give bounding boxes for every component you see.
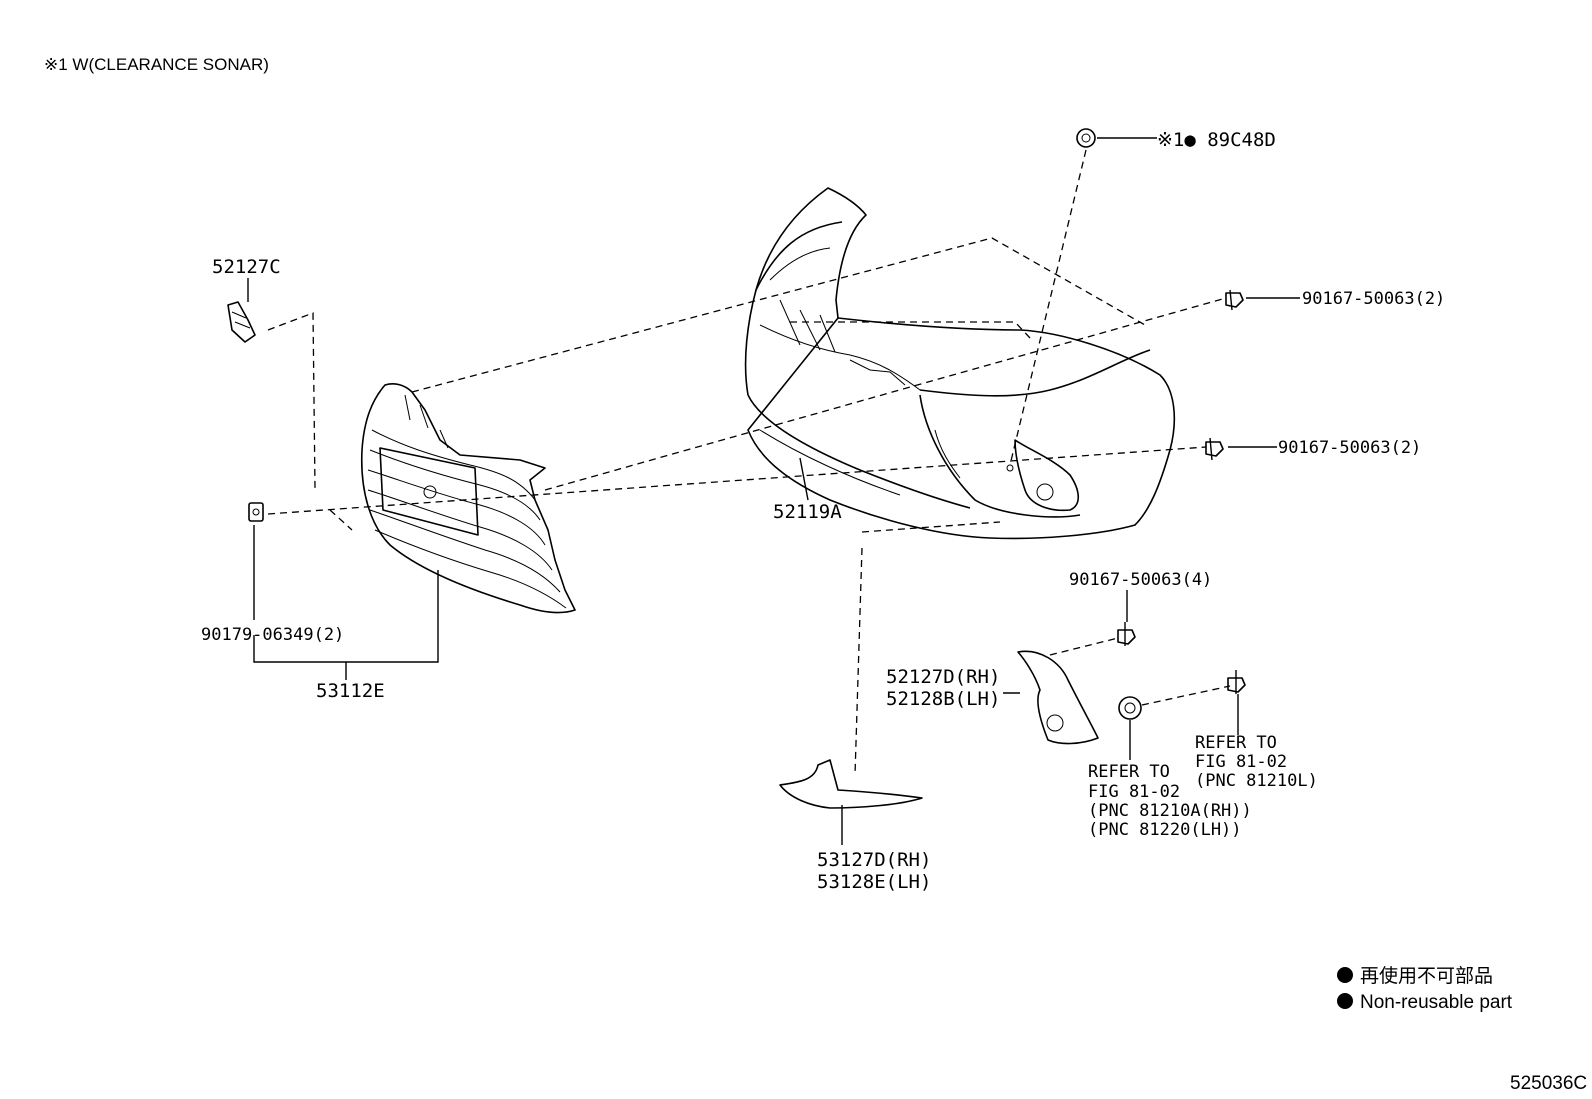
- refer-a-line-4: (PNC 81220(LH)): [1088, 820, 1242, 840]
- clearance-sensor-drawing: [1076, 128, 1096, 148]
- fog-bezel-drawing: [1017, 650, 1099, 745]
- screw-fog-drawing: [1227, 670, 1246, 694]
- figure-id: 525036C: [1510, 1073, 1587, 1094]
- grille-label: 53112E: [316, 680, 385, 702]
- refer-a-line-1: REFER TO: [1088, 762, 1170, 782]
- screw-top-drawing: [1225, 289, 1244, 311]
- sensor-label: ※1● 89C48D: [1157, 129, 1276, 151]
- refer-a-line-2: FIG 81-02: [1088, 782, 1180, 802]
- refer-a-line-3: (PNC 81210A(RH)): [1088, 801, 1252, 821]
- molding-rh-label: 53127D(RH): [817, 849, 931, 871]
- legend-english: Non-reusable part: [1360, 992, 1513, 1013]
- screw-low-drawing: [1117, 622, 1136, 646]
- assembly-lines: [267, 149, 1231, 776]
- screw-mid-label: 90167-50063(2): [1278, 438, 1421, 458]
- lower-molding-drawing: [779, 759, 923, 809]
- bumper-cover-label: 52119A: [773, 501, 842, 523]
- grille-clip-label: 90179-06349(2): [201, 625, 344, 645]
- refer-b-line-3: (PNC 81210L): [1195, 771, 1318, 791]
- legend: 再使用不可部品 Non-reusable part: [1337, 965, 1513, 1013]
- bumper-cover-drawing: [744, 187, 1176, 540]
- refer-b-line-2: FIG 81-02: [1195, 752, 1287, 772]
- legend-dot-icon: [1337, 967, 1353, 983]
- leader-lines: [247, 137, 1300, 845]
- grille-drawing: [360, 383, 576, 614]
- refer-b-line-1: REFER TO: [1195, 733, 1277, 753]
- molding-lh-label: 53128E(LH): [817, 871, 931, 893]
- bezel-lh-label: 52128B(LH): [886, 688, 1000, 710]
- fog-lamp-drawing: [1118, 696, 1142, 720]
- support-label: 52127C: [212, 256, 281, 278]
- clearance-sonar-note: ※1 W(CLEARANCE SONAR): [44, 55, 269, 74]
- bezel-rh-label: 52127D(RH): [886, 666, 1000, 688]
- screw-mid-drawing: [1205, 437, 1224, 461]
- screw-low-label: 90167-50063(4): [1069, 570, 1212, 590]
- support-bracket-drawing: [227, 301, 256, 343]
- screw-top-label: 90167-50063(2): [1302, 289, 1445, 309]
- legend-japanese: 再使用不可部品: [1360, 965, 1493, 987]
- legend-dot-icon-2: [1337, 993, 1353, 1009]
- grille-clip-drawing: [248, 502, 264, 522]
